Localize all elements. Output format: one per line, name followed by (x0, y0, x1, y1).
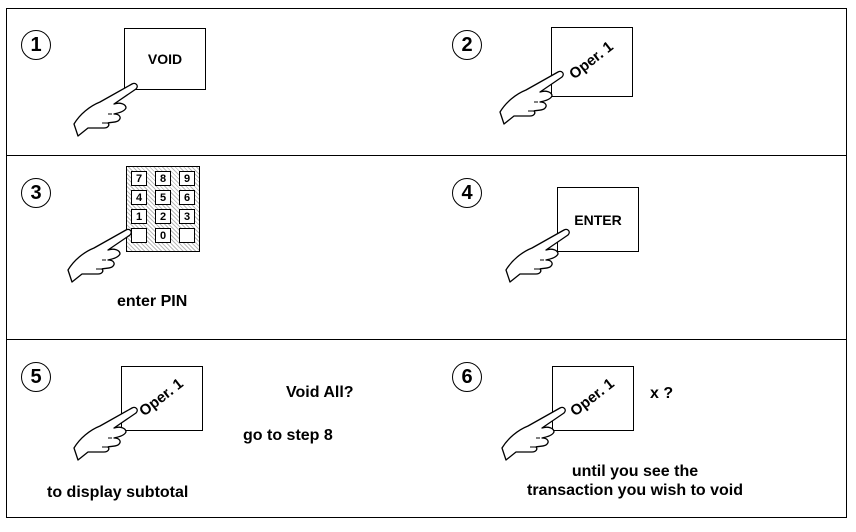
keypad-icon: 7 8 9 4 5 6 1 2 3 0 (126, 166, 200, 252)
keypad-key: 3 (179, 209, 195, 224)
transaction-caption-line-2: transaction you wish to void (526, 482, 744, 499)
keypad-key: 4 (131, 190, 147, 205)
keypad-key: 5 (155, 190, 171, 205)
operator-key-step6: Oper. 1 (552, 366, 634, 431)
x-prompt: x ? (650, 385, 674, 402)
step-number-2: 2 (452, 30, 482, 60)
hand-pointer-icon (505, 228, 570, 283)
enter-key: ENTER (557, 187, 639, 252)
go-to-step-8-text: go to step 8 (243, 427, 333, 444)
keypad-key: 0 (155, 228, 171, 243)
hand-pointer-icon (67, 228, 132, 283)
keypad-key: 2 (155, 209, 171, 224)
enter-key-label: ENTER (574, 211, 622, 228)
step-number-3: 3 (21, 178, 51, 208)
step-number-6: 6 (452, 362, 482, 392)
keypad-key: 9 (179, 171, 195, 186)
keypad-key: 8 (155, 171, 171, 186)
void-key: VOID (124, 28, 206, 90)
keypad-key: 6 (179, 190, 195, 205)
keypad-key (179, 228, 195, 243)
hand-pointer-icon (499, 70, 564, 125)
enter-pin-caption: enter PIN (117, 293, 188, 310)
display-subtotal-caption: to display subtotal (47, 484, 189, 501)
transaction-caption-line-1: until you see the (571, 463, 699, 480)
hand-pointer-icon (73, 82, 138, 137)
keypad-key: 7 (131, 171, 147, 186)
hand-pointer-icon (73, 406, 138, 461)
void-all-prompt: Void All? (286, 384, 354, 401)
keypad-key: 1 (131, 209, 147, 224)
instruction-frame (6, 8, 847, 518)
row-divider-2 (6, 339, 847, 340)
row-divider-1 (6, 155, 847, 156)
step-number-4: 4 (452, 178, 482, 208)
step-number-5: 5 (21, 362, 51, 392)
operator-key-step2: Oper. 1 (551, 27, 633, 97)
operator-key-step5: Oper. 1 (121, 366, 203, 431)
keypad-key (131, 228, 147, 243)
transaction-caption: until you see the transaction you wish t… (455, 462, 815, 500)
void-key-label: VOID (147, 51, 183, 67)
step-number-1: 1 (21, 30, 51, 60)
hand-pointer-icon (501, 406, 566, 461)
